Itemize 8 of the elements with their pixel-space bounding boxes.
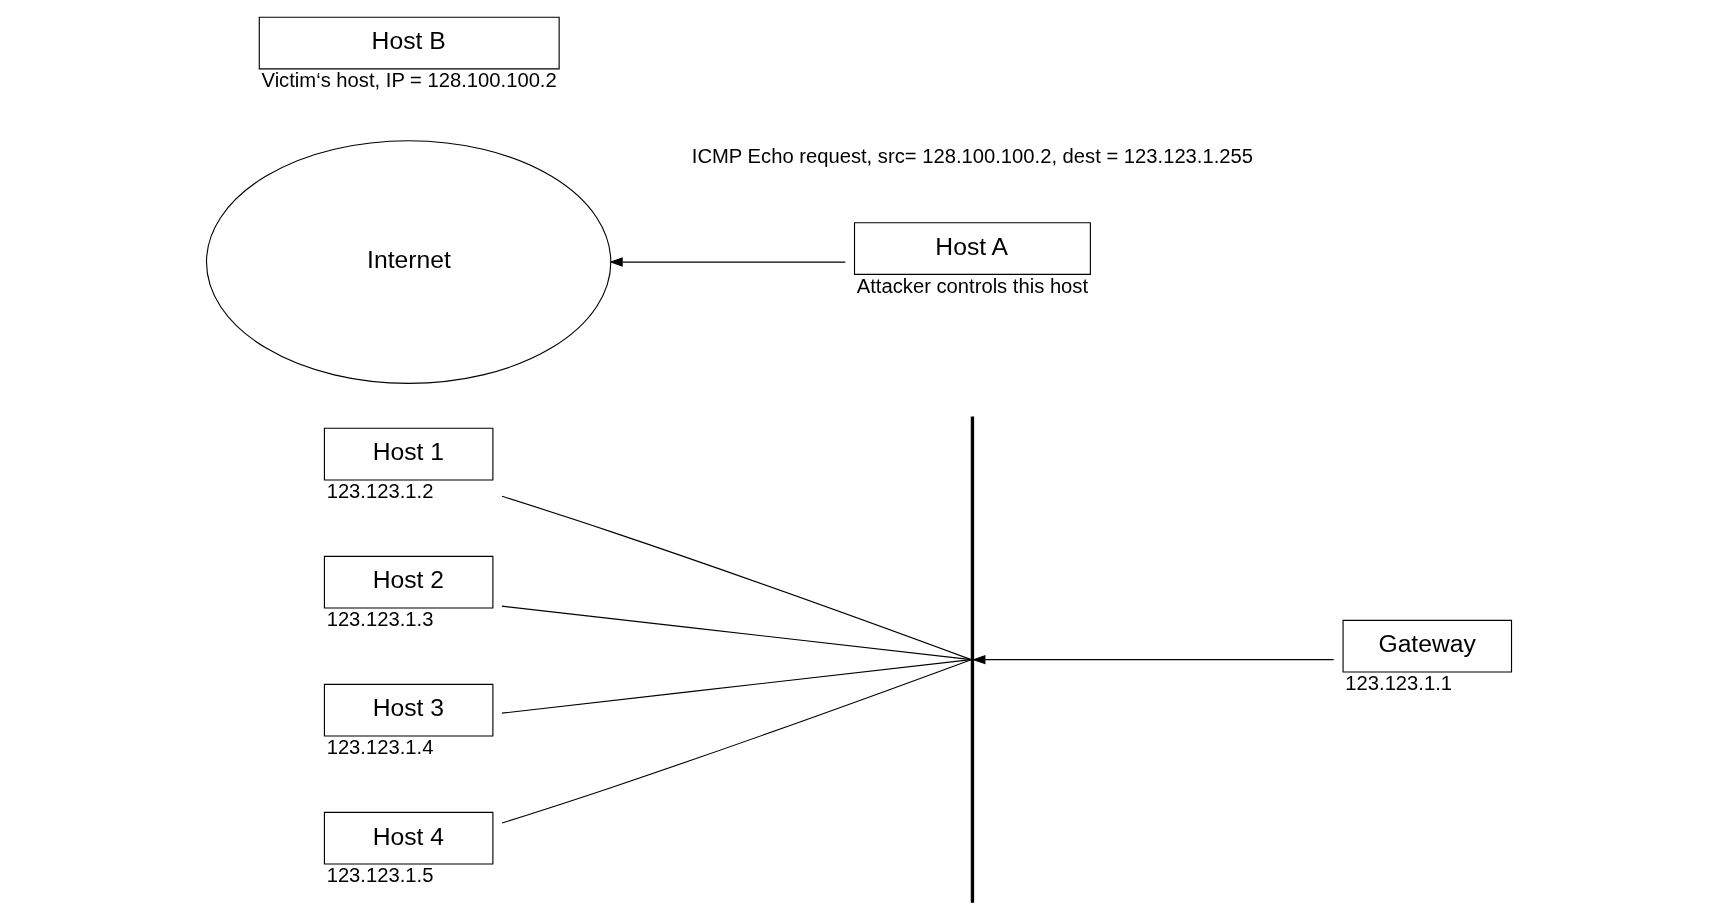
node-label: 123.123.1.3 [326,608,434,631]
node-label: 123.123.1.2 [326,480,434,503]
node-label: Victim‘s host, IP = 128.100.100.2 [261,69,557,92]
node-label: Attacker controls this host [856,274,1089,297]
node-label: 123.123.1.5 [326,864,434,887]
label: ICMP Echo request, src= 128.100.100.2, dest = 123.123.1.255 [691,144,1254,167]
node-label: 123.123.1.4 [326,736,434,759]
node-label: 123.123.1.1 [1345,672,1453,695]
